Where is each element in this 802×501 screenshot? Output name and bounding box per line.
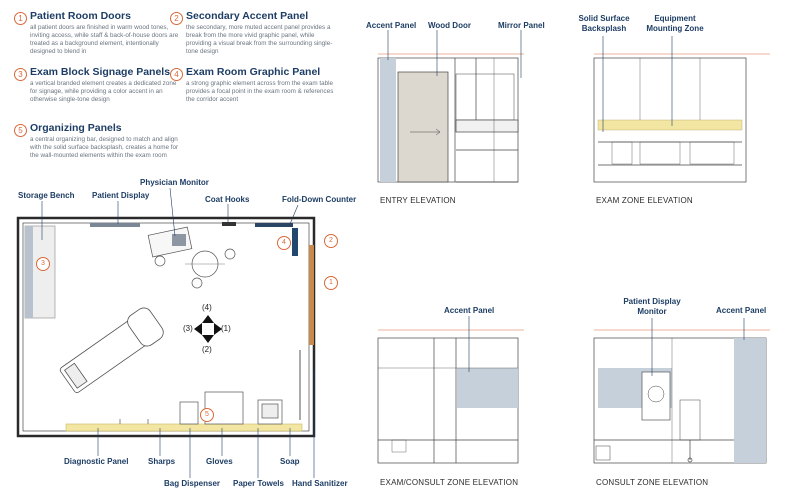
marker-2: 2 xyxy=(324,234,338,248)
consult-zone-caption: CONSULT ZONE ELEVATION xyxy=(596,478,709,487)
exam-consult-elevation xyxy=(377,316,524,464)
fold-down-counter-label: Fold-Down Counter xyxy=(282,195,357,204)
legend-title: Patient Room Doors xyxy=(30,10,131,22)
exam-zone-caption: EXAM ZONE ELEVATION xyxy=(596,196,693,205)
coat-hooks-label: Coat Hooks xyxy=(205,195,250,204)
legend-title: Exam Block Signage Panels xyxy=(30,66,171,78)
direction-4: (4) xyxy=(202,303,212,312)
legend-number: 2 xyxy=(170,12,183,25)
bag-dispenser-label: Bag Dispenser xyxy=(164,479,221,488)
patient-display xyxy=(90,223,140,227)
exam-consult-accent-panel-label: Accent Panel xyxy=(444,306,495,315)
exam-consult-caption: EXAM/CONSULT ZONE ELEVATION xyxy=(380,478,519,487)
marker-3: 3 xyxy=(36,257,50,271)
patient-display-elev-label: Patient Display xyxy=(623,297,681,306)
physician-station xyxy=(147,226,236,289)
legend-body: a strong graphic element across from the… xyxy=(186,80,334,103)
direction-1: (1) xyxy=(221,324,231,333)
paper-towels-label: Paper Towels xyxy=(233,479,284,488)
consult-accent-panel-label: Accent Panel xyxy=(716,306,767,315)
marker-1: 1 xyxy=(324,276,338,290)
hand-sanitizer-label: Hand Sanitizer xyxy=(292,479,348,488)
sharps-label: Sharps xyxy=(148,457,176,466)
exam-table xyxy=(59,307,164,394)
graphic-panel xyxy=(292,228,298,256)
patient-display-label: Patient Display xyxy=(92,191,150,200)
legend-number: 1 xyxy=(14,12,27,25)
direction-3: (3) xyxy=(183,324,193,333)
diagnostic-panel-label: Diagnostic Panel xyxy=(64,457,129,466)
entry-wood-door-label: Wood Door xyxy=(428,21,471,30)
plan-leaders xyxy=(41,187,315,478)
floor-plan xyxy=(16,187,316,478)
mounting-zone-label: Mounting Zone xyxy=(646,24,704,33)
gloves-label: Gloves xyxy=(206,457,233,466)
coat-hooks xyxy=(222,222,236,226)
monitor-elev-label: Monitor xyxy=(637,307,667,316)
storage-bench-label: Storage Bench xyxy=(18,191,75,200)
fold-down-counter xyxy=(255,223,293,227)
entry-elevation-caption: ENTRY ELEVATION xyxy=(380,196,456,205)
entry-elevation xyxy=(377,30,524,183)
wood-door-plan xyxy=(309,245,314,345)
marker-5: 5 xyxy=(200,408,214,422)
legend-number: 4 xyxy=(170,68,183,81)
backsplash-label: Backsplash xyxy=(581,24,627,33)
direction-2: (2) xyxy=(202,345,212,354)
legend-body: a central organizing bar, designed to ma… xyxy=(30,136,179,159)
signage-panel xyxy=(25,226,33,318)
legend-body: a vertical branded element creates a ded… xyxy=(30,80,177,103)
marker-4: 4 xyxy=(277,236,291,250)
legend-title: Exam Room Graphic Panel xyxy=(186,66,321,78)
entry-mirror-panel-label: Mirror Panel xyxy=(498,21,545,30)
entry-accent-panel-label: Accent Panel xyxy=(366,21,417,30)
legend-body: the secondary, more muted accent panel p… xyxy=(186,24,333,55)
solid-surface-label: Solid Surface xyxy=(578,14,630,23)
soap-label: Soap xyxy=(280,457,300,466)
direction-arrows xyxy=(194,315,222,343)
legend-title: Secondary Accent Panel xyxy=(186,10,309,22)
equipment-label: Equipment xyxy=(654,14,696,23)
legend-title: Organizing Panels xyxy=(30,122,122,134)
exam-zone-elevation xyxy=(593,36,770,183)
legend-number: 5 xyxy=(14,124,27,137)
physician-monitor-label: Physician Monitor xyxy=(140,178,209,187)
consult-zone-elevation xyxy=(593,318,770,464)
legend-number: 3 xyxy=(14,68,27,81)
legend-body: all patient doors are finished in warm w… xyxy=(30,24,179,55)
organizing-bar xyxy=(65,423,303,432)
